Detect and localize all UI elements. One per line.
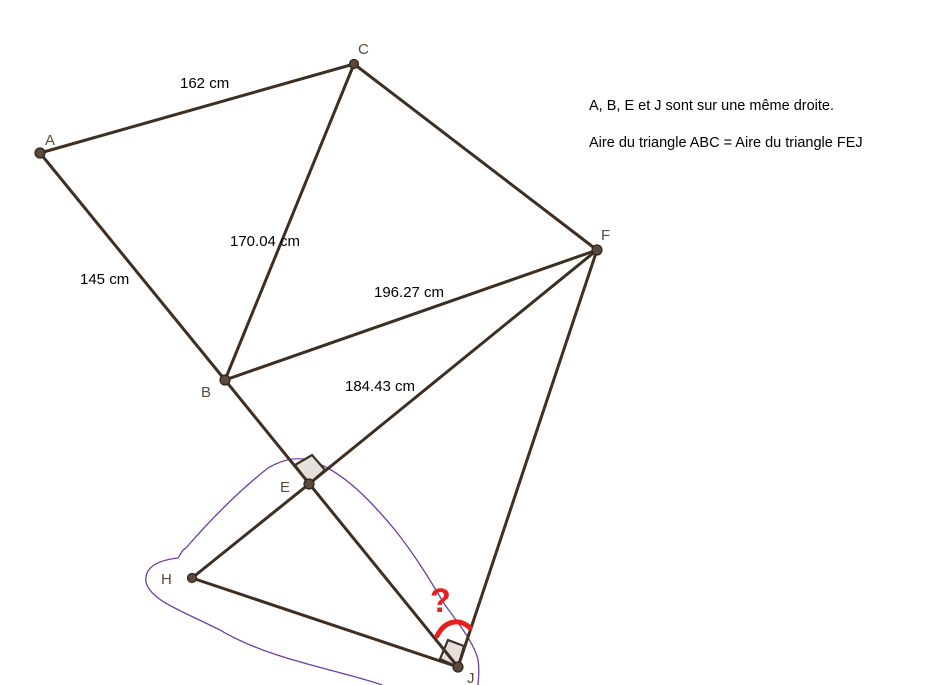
segment-ac (38, 62, 356, 155)
label-e: E (280, 479, 290, 496)
label-f: F (601, 227, 610, 244)
point-h[interactable] (186, 572, 198, 584)
segment-eh (190, 482, 311, 580)
label-c: C (358, 41, 369, 58)
segment-cf (352, 62, 599, 252)
point-j[interactable] (452, 661, 464, 673)
point-e[interactable] (303, 478, 315, 490)
segment-bc (223, 62, 356, 382)
segment-hj (190, 576, 460, 669)
note-collinear: A, B, E et J sont sur une même droite. (589, 98, 834, 114)
point-a[interactable] (34, 147, 46, 159)
label-a: A (45, 132, 55, 149)
measure-bc: 170.04 cm (230, 233, 300, 250)
segment-ef (307, 248, 599, 486)
label-h: H (161, 571, 172, 588)
label-b: B (201, 384, 211, 401)
label-j: J (467, 670, 475, 685)
note-area-equality: Aire du triangle ABC = Aire du triangle … (589, 135, 863, 151)
measure-ef: 184.43 cm (345, 378, 415, 395)
measure-bf: 196.27 cm (374, 284, 444, 301)
measure-ab: 145 cm (80, 271, 129, 288)
freehand-outline (145, 457, 480, 685)
point-b[interactable] (219, 374, 231, 386)
segment-ab (38, 151, 227, 382)
point-c[interactable] (348, 58, 360, 70)
segment-bj (223, 378, 460, 669)
segment-bf (223, 248, 599, 382)
point-f[interactable] (591, 244, 603, 256)
measure-ac: 162 cm (180, 75, 229, 92)
segment-fj (456, 248, 599, 669)
angle-arc-annotation (434, 619, 473, 639)
question-mark-annotation: ? (430, 582, 451, 620)
